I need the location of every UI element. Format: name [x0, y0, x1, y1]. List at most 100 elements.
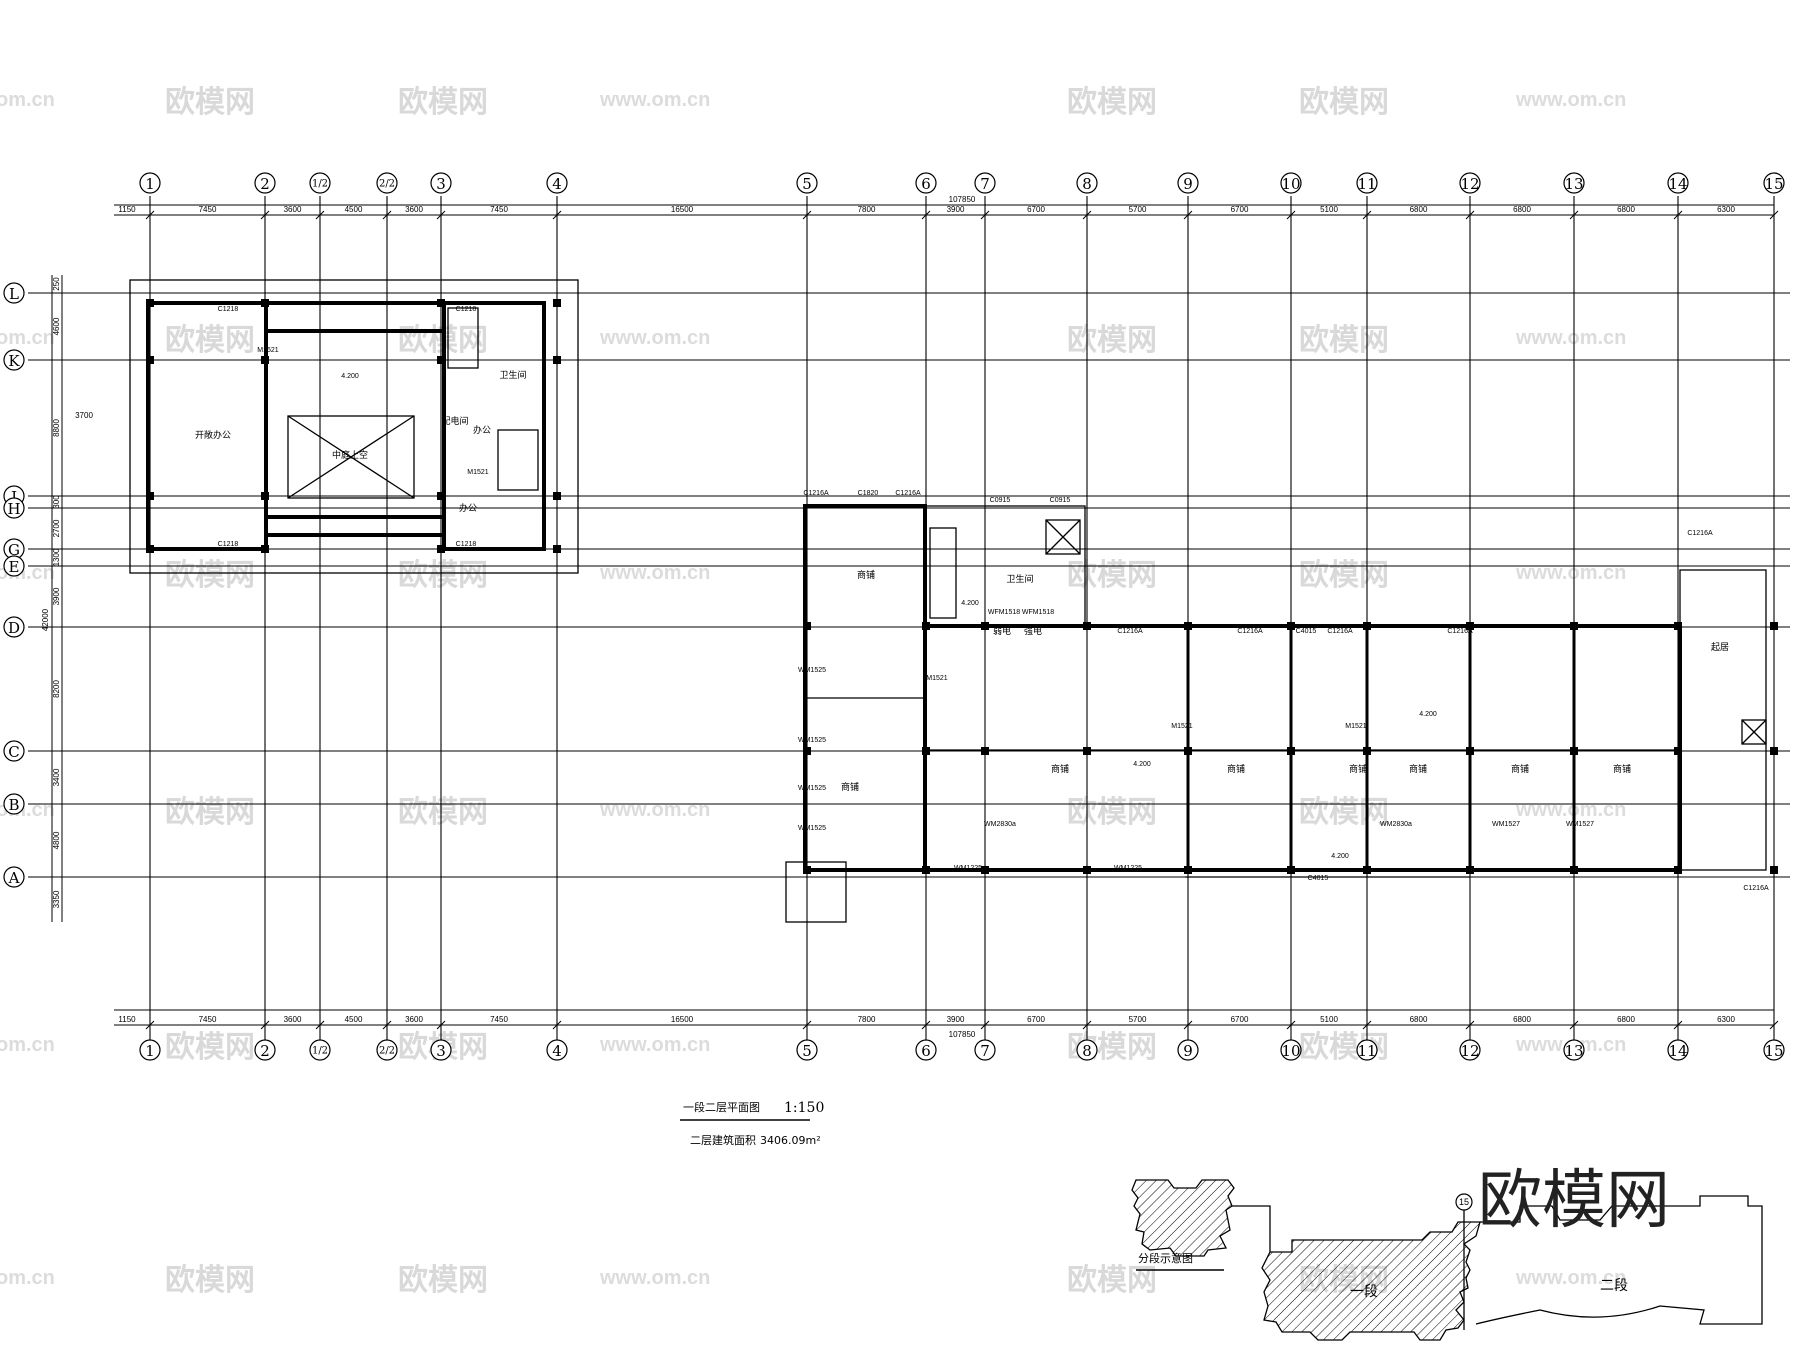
column	[146, 545, 154, 553]
grid-bubble-left-L	[3, 282, 25, 304]
room-office-small: 办公	[459, 502, 477, 514]
door-tag: WM1525	[798, 737, 826, 744]
door-tag: M1521	[257, 347, 279, 354]
dim-tick	[921, 1020, 931, 1030]
spacing-dim-label: 3600	[284, 1015, 302, 1024]
dim-tick	[260, 210, 270, 220]
dim-tick	[436, 210, 446, 220]
column	[1287, 866, 1295, 874]
grid-bubble-label: 2	[260, 1042, 270, 1060]
column	[1466, 747, 1474, 755]
door-tag: WM1525	[798, 785, 826, 792]
grid-bubble-top-6	[915, 172, 937, 194]
dim-tick	[1569, 210, 1579, 220]
spacing-dim-label: 6800	[1513, 1015, 1531, 1024]
dim-tick	[382, 1020, 392, 1030]
window-tag: C1820	[858, 490, 879, 497]
spacing-dim-label: 5100	[1320, 1015, 1338, 1024]
shop-partitions	[146, 299, 1778, 874]
left-dimension-string: 2504600880030027001300390082003400480033…	[41, 275, 93, 922]
window-tag: C4015	[1296, 628, 1317, 635]
watermark-url-tile: om.cn	[0, 89, 55, 111]
grid-bubble-top-2/2	[376, 172, 398, 194]
grid-bubble-label: 2/2	[379, 179, 395, 190]
room-toilet: 卫生间	[499, 369, 526, 381]
spacing-dim-label: 4500	[345, 205, 363, 214]
sw-stair	[785, 861, 847, 923]
watermark-url-tile: www.om.cn	[1515, 1267, 1626, 1289]
grid-bubble-label: 15	[1764, 175, 1783, 193]
column	[1287, 747, 1295, 755]
watermark-url-tile: www.om.cn	[599, 327, 710, 349]
dim-tick	[1569, 1020, 1579, 1030]
spacing-dim-label: 3900	[947, 205, 965, 214]
spacing-dim-label: 6800	[1617, 1015, 1635, 1024]
shop-west-wall	[803, 504, 927, 872]
spacing-dim-label: 5100	[1320, 205, 1338, 214]
watermark-brand-tile: 欧模网	[1299, 558, 1389, 593]
watermark-url-tile: om.cn	[0, 327, 55, 349]
left-extra-dim-label: 3700	[75, 411, 93, 420]
door-tag: WM1525	[798, 667, 826, 674]
column	[437, 299, 445, 307]
grid-bubble-bottom-4	[546, 1039, 568, 1061]
grid-bubble-label: 4	[552, 1042, 562, 1060]
column	[553, 545, 561, 553]
grid-bubble-bottom-9	[1177, 1039, 1199, 1061]
spacing-dim-label: 6700	[1231, 205, 1249, 214]
column	[1570, 747, 1578, 755]
grid-bubble-label: G	[8, 541, 20, 559]
column	[1770, 747, 1778, 755]
column	[1674, 866, 1682, 874]
left-dim-label: 250	[52, 277, 61, 291]
dim-tick	[315, 1020, 325, 1030]
grid-bubble-label: 9	[1183, 1042, 1193, 1060]
watermark-brand-tile: 欧模网	[1299, 323, 1389, 358]
grid-bubble-top-8	[1076, 172, 1098, 194]
grid-bubble-label: 1/2	[312, 179, 328, 190]
dim-tick	[802, 210, 812, 220]
window-tag: C1216A	[1687, 530, 1713, 537]
door-tag: M1521	[1171, 723, 1193, 730]
spacing-dim-label: 7450	[199, 205, 217, 214]
column	[261, 299, 269, 307]
dim-tick	[145, 1020, 155, 1030]
grid-bubble-bottom-3	[430, 1039, 452, 1061]
room-shop-6: 商铺	[1409, 763, 1427, 775]
south-corridor-wall	[264, 515, 446, 537]
column	[981, 866, 989, 874]
dim-tick	[145, 210, 155, 220]
column	[1184, 866, 1192, 874]
grid-bubble-label: 8	[1082, 1042, 1092, 1060]
keyplan-connector	[1232, 1205, 1271, 1252]
key-plan: 15 一段 二段 分段示意图	[1131, 1179, 1763, 1341]
spacing-dim-label: 7450	[199, 1015, 217, 1024]
grid-bubble-top-13	[1563, 172, 1585, 194]
left-dim-label: 2700	[52, 519, 61, 537]
watermark-brand-tile: 欧模网	[1067, 558, 1157, 593]
dim-tick	[1082, 1020, 1092, 1030]
elevator-shaft	[1045, 519, 1081, 555]
stair-block-wall	[442, 301, 546, 551]
room-strong-power: 强电	[1024, 625, 1042, 637]
grid-bubble-label: A	[8, 869, 20, 887]
grid-bubble-label: 3	[436, 175, 446, 193]
caption-title: 一段二层平面图	[683, 1100, 760, 1114]
spacing-dim-label: 3600	[405, 205, 423, 214]
dim-tick	[1769, 1020, 1779, 1030]
column	[1083, 747, 1091, 755]
door-tag: WM2830a	[984, 821, 1016, 828]
grid-bubble-label: 13	[1564, 175, 1583, 193]
dim-tick	[921, 210, 931, 220]
grid-bubble-top-1	[139, 172, 161, 194]
column	[1363, 622, 1371, 630]
column	[1770, 866, 1778, 874]
room-open-office: 开敞办公	[195, 429, 231, 441]
watermark-url-tile: om.cn	[0, 1267, 55, 1289]
door-tag: WM2830a	[1380, 821, 1412, 828]
atrium-diagonal-2	[287, 415, 415, 499]
spacing-dim-label: 4500	[345, 1015, 363, 1024]
